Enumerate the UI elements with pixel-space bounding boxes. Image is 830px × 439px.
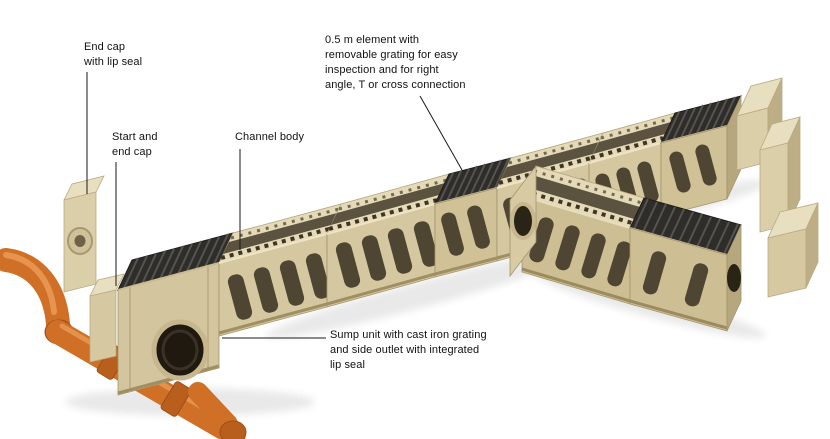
sump-cast-iron-grating xyxy=(117,232,234,291)
inspection-element xyxy=(434,157,512,278)
channel-body xyxy=(326,173,450,308)
label-end-cap-lip-seal: End cap with lip seal xyxy=(84,41,143,68)
sump-side-outlet xyxy=(151,319,209,381)
channel-end-socket xyxy=(509,164,537,278)
sump-outlet-pipe-stub xyxy=(188,382,247,439)
pipe-coupling xyxy=(160,381,192,417)
end-cap xyxy=(767,202,819,298)
channel-body xyxy=(218,203,342,337)
label-inspection-element: 0.5 m element with removable grating for… xyxy=(325,34,466,91)
channel-body xyxy=(509,164,645,305)
grating-element xyxy=(629,197,742,332)
leader-inspection-element xyxy=(419,95,463,171)
label-channel-body: Channel body xyxy=(235,131,305,143)
label-start-end-cap: Start and end cap xyxy=(112,131,158,158)
end-cap-lip-seal xyxy=(63,175,105,293)
sump-unit xyxy=(117,232,234,396)
label-sump-unit: Sump unit with cast iron grating and sid… xyxy=(330,329,487,371)
grating-element xyxy=(660,95,742,217)
